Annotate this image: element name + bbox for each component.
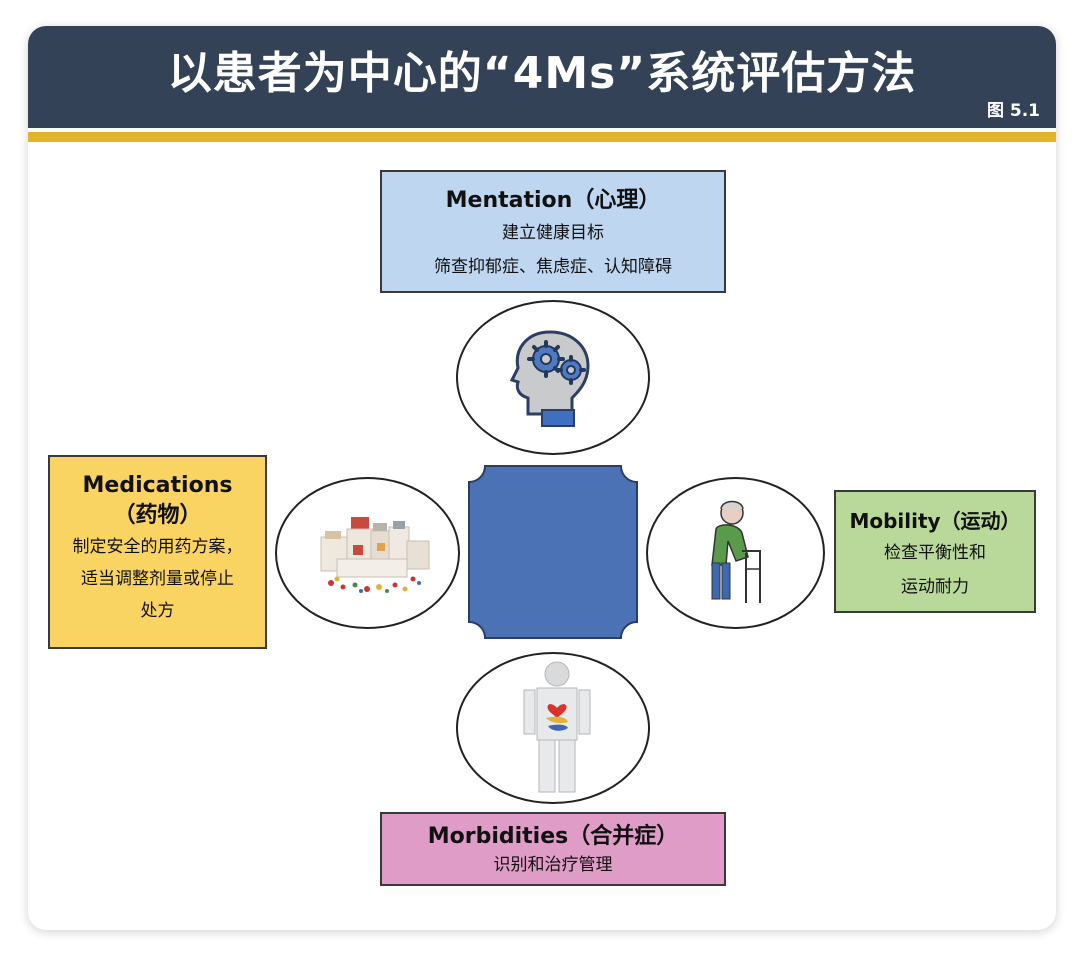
mobility-box: Mobility（运动） 检查平衡性和 运动耐力 (834, 490, 1036, 613)
morbidities-line-1: 识别和治疗管理 (493, 855, 613, 875)
page-title: 以患者为中心的“4Ms”系统评估方法 (167, 48, 917, 99)
morbidities-title: Morbidities（合并症） (427, 824, 679, 849)
header-divider (28, 132, 1056, 142)
morbidities-circle (456, 652, 650, 804)
mentation-line-2: 筛查抑郁症、焦虑症、认知障碍 (434, 257, 672, 277)
medications-box: Medications （药物） 制定安全的用药方案， 适当调整剂量或停止 处方 (48, 455, 267, 649)
mentation-box: Mentation（心理） 建立健康目标 筛查抑郁症、焦虑症、认知障碍 (380, 170, 726, 293)
medications-line-3: 处方 (140, 601, 175, 621)
mentation-line-1: 建立健康目标 (502, 223, 604, 243)
mentation-circle (456, 300, 650, 455)
mobility-title: Mobility（运动） (849, 509, 1021, 533)
medications-circle (275, 477, 460, 629)
mentation-title: Mentation（心理） (445, 188, 661, 213)
center-square (468, 465, 638, 639)
header: 以患者为中心的“4Ms”系统评估方法 图 5.1 (28, 26, 1056, 128)
figure-label: 图 5.1 (986, 101, 1040, 121)
mobility-line-1: 检查平衡性和 (884, 543, 986, 563)
medicine-bottles-icon (320, 517, 430, 593)
medications-line-2: 适当调整剂量或停止 (81, 569, 234, 589)
morbidities-box: Morbidities（合并症） 识别和治疗管理 (380, 812, 726, 886)
medications-line-1: 制定安全的用药方案， (72, 537, 243, 557)
body-organs-icon (523, 661, 591, 793)
elderly-walker-icon (711, 500, 761, 603)
mobility-circle (646, 477, 825, 629)
mobility-line-2: 运动耐力 (901, 577, 969, 597)
head-gears-icon (509, 330, 590, 427)
medications-title: Medications (82, 473, 233, 498)
medications-title-cn: （药物） (113, 503, 202, 528)
